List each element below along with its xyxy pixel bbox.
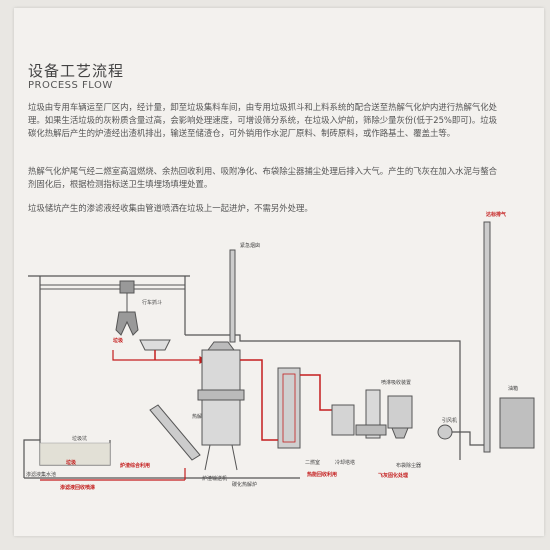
carbonization-furnace xyxy=(197,341,245,471)
heat-recovery xyxy=(331,404,355,436)
label-feeding: 垃圾 xyxy=(113,337,123,344)
label-pit: 垃圾坑 xyxy=(72,435,87,442)
paragraph-exhaust: 热解气化炉尾气经二燃室高温燃烧、余热回收利用、吸附净化、布袋除尘器捕尘处理后排入… xyxy=(28,166,497,189)
slag-conveyor xyxy=(149,404,201,461)
page-subtitle: PROCESS FLOW xyxy=(28,80,113,91)
label-carbon-furnace-top: 热解 xyxy=(192,413,202,420)
feed-hopper xyxy=(139,339,171,360)
label-emergency-chimney: 紧急烟囱 xyxy=(240,242,260,249)
bag-filter xyxy=(387,395,413,439)
secondary-chamber xyxy=(277,367,301,449)
label-fly-ash: 飞灰固化处理 xyxy=(378,472,408,479)
crane xyxy=(40,280,185,336)
label-slag-conveyor: 炉渣输送机 xyxy=(202,475,227,482)
flue-gas-pipe xyxy=(240,359,340,441)
emergency-chimney xyxy=(229,249,236,343)
label-bag-filter: 布袋除尘器 xyxy=(396,462,421,469)
label-leachate: 渗滤液回收喷淋 xyxy=(60,484,95,491)
building-outline xyxy=(23,275,461,479)
label-heat-recovery: 热能回收利用 xyxy=(307,471,337,478)
label-spray-absorber: 喷淋吸收装置 xyxy=(381,379,411,386)
label-fan: 引风机 xyxy=(442,417,457,424)
spray-absorber xyxy=(355,389,387,439)
label-secondary-chamber: 二燃室 xyxy=(305,459,320,466)
paragraph-intake: 垃圾由专用车辆运至厂区内，经计量，卸至垃圾集料车间，由专用垃圾抓斗和上料系统的配… xyxy=(28,102,498,138)
waste-pit xyxy=(39,442,111,466)
stack xyxy=(483,221,491,453)
label-leachate-pit: 渗滤液集水池 xyxy=(26,471,56,478)
paragraph-leachate: 垃圾储坑产生的渗滤液经收集由管道喷洒在垃圾上一起进炉，不需另外处理。 xyxy=(28,203,313,213)
label-stack: 达标排气 xyxy=(486,211,506,218)
feed-arrow xyxy=(112,350,207,365)
label-furnace-util: 炉渣综合利用 xyxy=(119,462,150,469)
label-oil-tank: 油箱 xyxy=(508,385,518,392)
label-hopper: 行车抓斗 xyxy=(142,299,162,306)
oil-tank xyxy=(499,397,535,449)
label-carbon-furnace: 碳化热解炉 xyxy=(232,481,257,488)
label-waste: 垃圾 xyxy=(66,459,76,466)
page-title: 设备工艺流程 xyxy=(28,62,125,80)
leachate-line xyxy=(40,468,186,481)
fan-to-stack-pipe xyxy=(452,431,484,446)
fan xyxy=(437,424,453,440)
label-cooling-tower: 冷却塔塔 xyxy=(335,459,355,466)
